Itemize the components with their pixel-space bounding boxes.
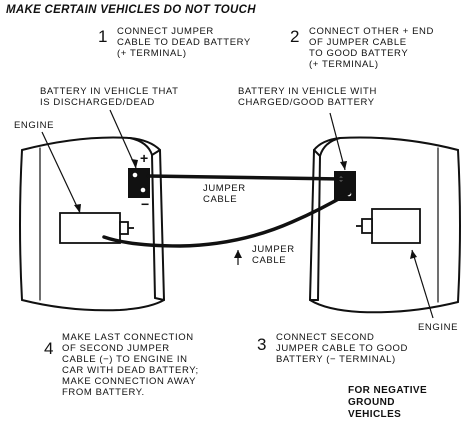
right-engine: [356, 208, 421, 244]
good-battery-arrow: [340, 161, 347, 170]
dead-battery-arrow: [131, 159, 138, 168]
plus-sign: +: [140, 150, 149, 166]
engine-left-arrow: [74, 204, 81, 213]
step-4-number: 4: [44, 339, 54, 358]
minus-sign: −: [141, 196, 150, 212]
step-1-text: CONNECT JUMPER CABLE TO DEAD BATTERY (+ …: [117, 26, 251, 59]
engine-right-label: ENGINE: [418, 322, 459, 333]
engine-right-leader: [411, 249, 434, 319]
dead-battery-label: BATTERY IN VEHICLE THAT IS DISCHARGED/DE…: [40, 86, 179, 108]
dead-battery-leader: [109, 109, 137, 169]
engine-left-leader: [41, 131, 81, 214]
engine-left-label: ENGINE: [14, 120, 55, 131]
diagram-title: MAKE CERTAIN VEHICLES DO NOT TOUCH: [6, 4, 256, 16]
step-2-number: 2: [290, 27, 300, 46]
step-2-text: CONNECT OTHER + END OF JUMPER CABLE TO G…: [309, 26, 434, 70]
cable-bottom-arrow: [234, 250, 242, 258]
step-1-number: 1: [98, 27, 108, 46]
jumper-cable-positive: [146, 174, 344, 181]
cable-bottom-label: JUMPER CABLE: [252, 244, 295, 266]
negative-ground-note: FOR NEGATIVE GROUND VEHICLES: [348, 385, 428, 420]
dead-battery: [128, 168, 150, 198]
good-battery-label: BATTERY IN VEHICLE WITH CHARGED/GOOD BAT…: [238, 86, 377, 108]
good-battery-leader: [329, 112, 346, 171]
jump-start-diagram: [19, 109, 461, 319]
engine-right-arrow: [410, 250, 417, 259]
left-engine: [59, 212, 134, 244]
jumper-cable-negative: [102, 191, 351, 248]
step-3-text: CONNECT SECOND JUMPER CABLE TO GOOD BATT…: [276, 332, 409, 365]
step-3-number: 3: [257, 335, 267, 354]
step-4-text: MAKE LAST CONNECTION OF SECOND JUMPER CA…: [62, 332, 199, 398]
cable-top-label: JUMPER CABLE: [203, 183, 246, 205]
left-vehicle: [19, 136, 165, 312]
